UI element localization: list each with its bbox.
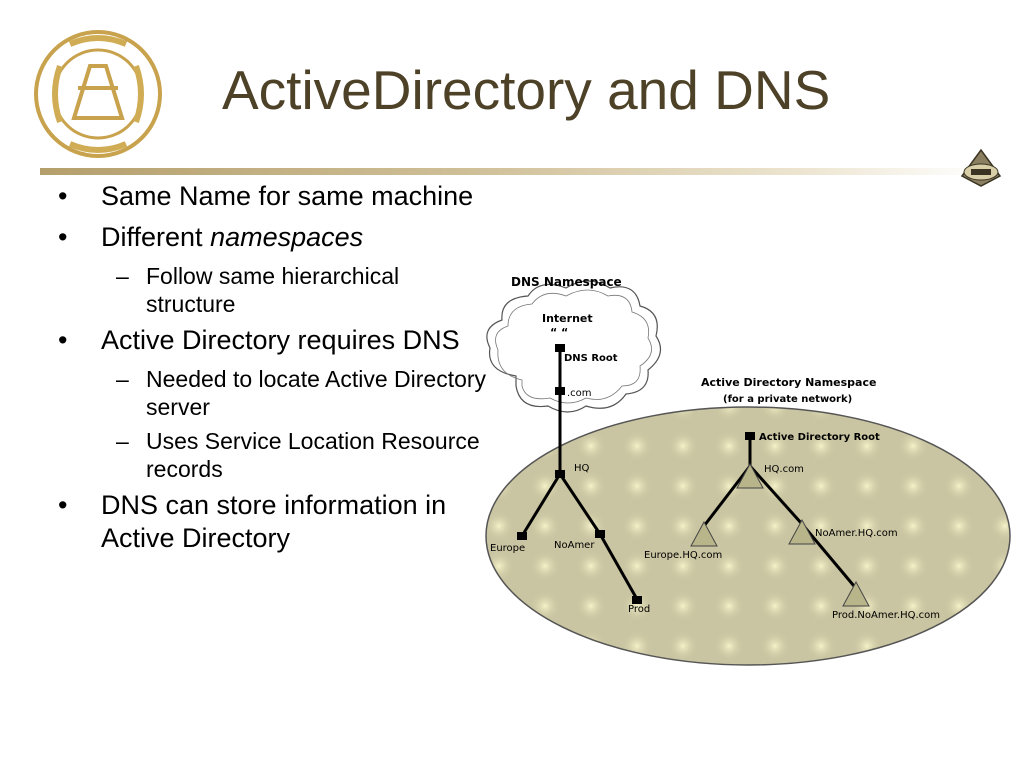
- hq-com-label: HQ.com: [764, 464, 804, 475]
- ad-namespace-label: Active Directory Namespace: [701, 376, 876, 389]
- purdue-badge-icon: [960, 148, 1002, 187]
- europe-hq-triangle: [690, 520, 718, 547]
- empty-quotes-label: “ “: [550, 326, 568, 339]
- europe-node: [517, 532, 527, 540]
- internet-label: Internet: [542, 312, 593, 325]
- private-network-label: (for a private network): [723, 394, 852, 405]
- prod-label: Prod: [628, 604, 650, 615]
- bullet-item: •Different namespaces: [58, 222, 364, 252]
- dns-ad-namespace-diagram: DNS Namespace Internet “ “ DNS Root .com…: [485, 275, 1011, 666]
- sub-bullet-marker: –: [116, 263, 129, 289]
- sub-bullet-item: –Needed to locate Active Directory serve…: [116, 366, 487, 420]
- internet-cloud: [486, 280, 662, 413]
- com-node: [555, 387, 565, 395]
- dns-root-label: DNS Root: [564, 353, 618, 364]
- emphasis-text: namespaces: [210, 222, 364, 252]
- noamer-hq-triangle: [788, 518, 816, 545]
- hq-com-triangle: [736, 462, 764, 489]
- noamer-hq-label: NoAmer.HQ.com: [815, 528, 898, 539]
- bullet-marker: •: [58, 222, 68, 252]
- ad-root-label: Active Directory Root: [759, 432, 880, 443]
- bullet-marker: •: [58, 325, 68, 355]
- bullet-marker: •: [58, 490, 68, 520]
- noamer-node: [595, 530, 605, 538]
- bullet-marker: •: [58, 181, 68, 211]
- prod-node: [632, 596, 642, 604]
- sub-bullet-marker: –: [116, 366, 129, 392]
- ad-root-node: [745, 432, 755, 440]
- dns-root-node: [555, 344, 565, 352]
- purdue-university-logo: [34, 30, 162, 158]
- sub-bullet-item: –Uses Service Location Resource records: [116, 428, 480, 482]
- bullet-item: •Same Name for same machine: [58, 181, 474, 211]
- europe-hq-label: Europe.HQ.com: [644, 550, 722, 561]
- com-label: .com: [567, 388, 592, 399]
- hq-label: HQ: [574, 463, 590, 474]
- prod-noamer-triangle: [842, 580, 870, 607]
- title-divider: [40, 168, 986, 175]
- europe-label: Europe: [490, 543, 525, 554]
- dns-namespace-label: DNS Namespace: [511, 275, 622, 289]
- bullet-list: •Same Name for same machine •Different n…: [58, 180, 488, 563]
- dns-tree-links: [520, 348, 640, 602]
- bullet-item: •Active Directory requires DNS: [58, 325, 460, 355]
- prod-noamer-label: Prod.NoAmer.HQ.com: [832, 610, 940, 621]
- noamer-label: NoAmer: [554, 540, 595, 551]
- ad-namespace-ellipse: [485, 406, 1011, 666]
- bullet-item: •DNS can store information in Active Dir…: [58, 490, 447, 553]
- sub-bullet-item: –Follow same hierarchical structure: [116, 263, 400, 317]
- hq-node: [555, 470, 565, 478]
- sub-bullet-marker: –: [116, 428, 129, 454]
- ad-tree-links: [702, 438, 856, 587]
- slide-title: ActiveDirectory and DNS: [222, 59, 831, 121]
